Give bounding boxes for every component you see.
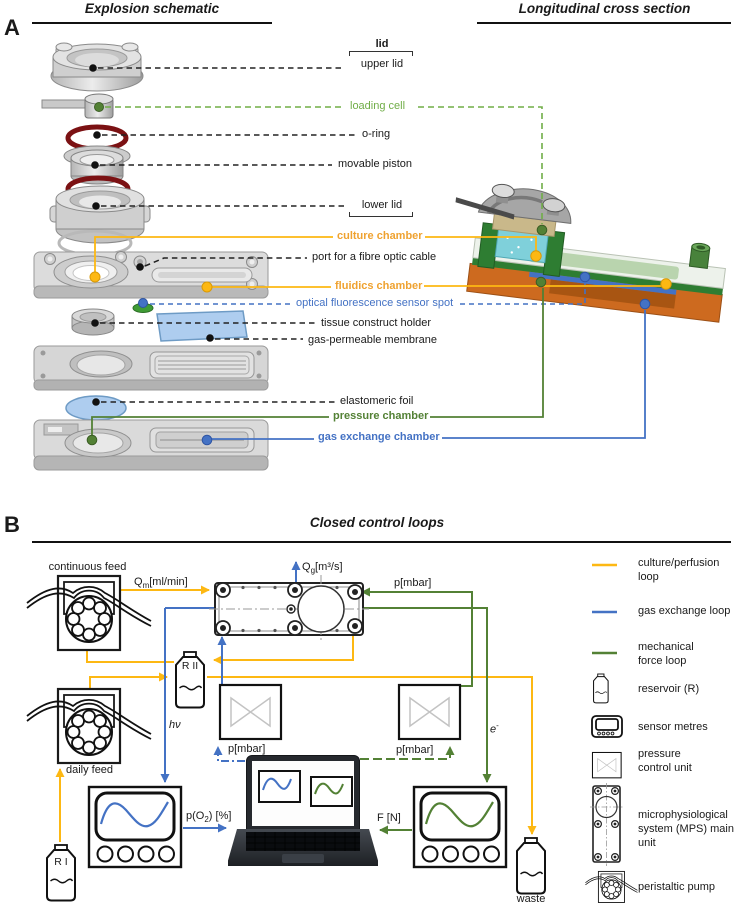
legend-mps-main-unit: microphysiological system (MPS) main uni… [638,809,734,849]
reservoir-icon [593,673,609,704]
mps-unit-icon [590,783,624,866]
label-qm-flow: Qm[ml/min] [134,576,188,591]
legend-reservoir: reservoir (R) [638,683,700,695]
label-o-ring: o-ring [362,128,391,140]
label-fn: F [N] [377,812,401,824]
label-loading-cell: loading cell [350,100,406,112]
legend-mechanical-force-loop: mechanical force loop [638,641,694,667]
legend-gas-exchange-loop: gas exchange loop [638,605,731,617]
laptop-screen [246,755,360,831]
force-sensor-meter [412,785,508,869]
laptop-display [252,761,354,826]
label-elastomeric-foil: elastomeric foil [340,395,414,407]
panel-b-graphics [25,541,731,903]
pressure-connectors [91,288,544,436]
culture-perfusion-lines [55,585,537,842]
label-gas-exchange-chamber: gas exchange chamber [318,431,440,443]
label-continuous-feed: continuous feed [48,561,127,573]
green-dots [86,102,548,446]
black-dots [89,64,214,406]
black-connectors [98,67,356,403]
loading-cell-connector [105,106,543,224]
label-lid: lid [375,38,389,50]
panel-a-letter: A [4,15,20,40]
continuous-feed-pump [25,574,153,652]
label-upper-lid: upper lid [360,58,404,70]
pressure-control-unit-right [397,683,462,741]
bottom-plate-part [33,419,269,471]
label-tissue-holder: tissue construct holder [321,317,432,329]
pressure-control-unit-left [218,683,283,741]
lower-lid-part [49,185,151,244]
label-qg-flow: Qg[m³/s] [302,561,343,576]
label-daily-feed: daily feed [65,764,114,776]
legend-peristaltic-pump: peristaltic pump [638,881,716,893]
lower-lid-bracket [349,212,413,217]
label-fluidics-chamber: fluidics chamber [335,280,423,292]
pressure-control-icon [591,751,622,779]
peristaltic-pump-icon [584,870,638,903]
panel-b-letter: B [4,512,20,537]
label-p-mbar-left: p[mbar] [228,743,266,755]
label-p-mbar-top: p[mbar] [394,577,432,589]
waste-bottle [516,837,546,895]
daily-feed-pump [25,687,153,765]
mechanical-force-lines [360,587,492,835]
middle-plate-part [33,345,269,391]
membrane-part [156,310,248,342]
panel-a-title-right: Longitudinal cross section [518,1,691,16]
yellow-dots [89,250,672,293]
label-r1: R I [54,856,68,868]
label-hv: hν [169,719,181,731]
sensor-meter-icon [591,715,623,738]
mps-main-unit [209,575,369,643]
legend-pressure-control-unit: pressure control unit [638,748,692,774]
label-membrane: gas-permeable membrane [308,334,438,346]
label-e-minus: e- [490,721,499,736]
legend-sensor-metres: sensor metres [638,721,708,733]
cross-section-device [455,183,726,323]
lid-bracket [349,51,413,56]
label-p-mbar-right: p[mbar] [396,744,434,756]
label-culture-chamber: culture chamber [337,230,423,242]
label-r2: R II [181,660,199,672]
sensor-spot-connector [150,283,586,305]
laptop-window-force [310,776,353,807]
panel-b-title: Closed control loops [309,515,445,530]
label-pressure-chamber: pressure chamber [333,410,429,422]
gas-exchange-connectors [212,310,646,440]
label-movable-piston: movable piston [338,158,412,170]
label-port-fibre: port for a fibre optic cable [312,251,437,263]
reservoir-r1 [46,844,76,902]
label-sensor-spot: optical fluorescence sensor spot [296,297,454,309]
legend-culture-perfusion-loop: culture/perfusion loop [638,557,720,583]
legend-icons [584,563,638,903]
panel-a-title-left: Explosion schematic [84,1,220,16]
laptop-base [228,829,378,866]
oxygen-sensor-meter [87,785,183,869]
laptop-window-oxygen [258,770,301,803]
blue-dots [138,271,651,446]
label-waste: waste [516,893,546,905]
label-po2: p(O2) [%] [186,810,232,825]
laptop-touchpad [282,854,324,863]
label-lower-lid: lower lid [361,199,403,211]
upper-lid-part [50,42,144,92]
laptop-keyboard [246,832,360,851]
panel-a-graphics [32,22,731,471]
